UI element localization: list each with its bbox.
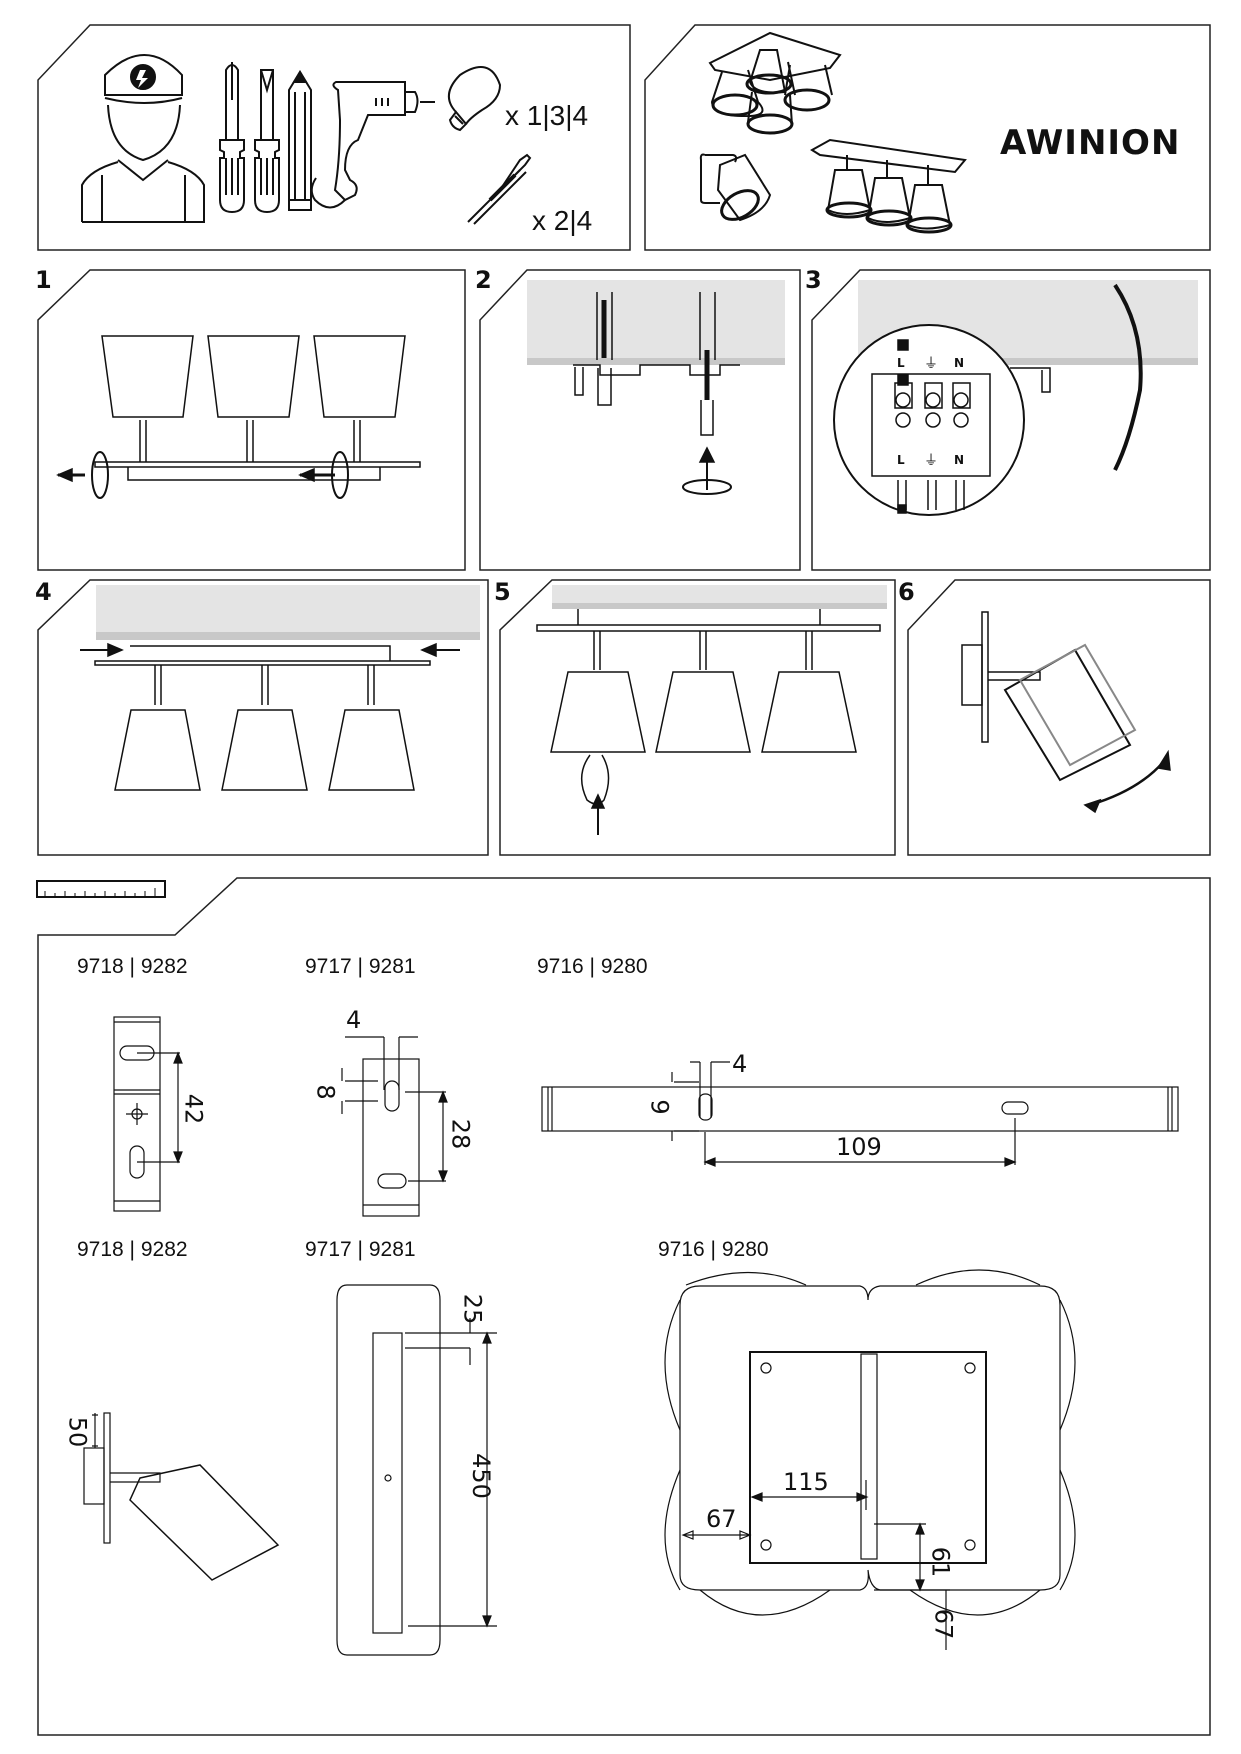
step4-frame [37,579,489,856]
electrician-icon [81,54,205,223]
bulb-being-inserted [581,754,610,805]
ceiling-surface [858,280,1198,365]
earth-icon-top: ⏚ [924,356,938,372]
step-number-2: 2 [475,266,492,294]
ceiling-bar-illustration [810,138,967,234]
brand-name: AWINION [1000,123,1181,163]
dim-9718-height-offset: 50 [63,1416,92,1448]
light-bulb-icon [448,66,502,132]
ceiling-cluster-illustration [708,31,842,135]
step5-frame [499,579,896,856]
dim-9716-slot-length: 9 [645,1099,674,1115]
dim-9718-slot-spacing: 42 [179,1093,208,1125]
terminal-label-neutral-top: N [954,356,965,370]
dim-9716-half-width: 115 [783,1468,829,1496]
dim-9717-slot-length: 8 [311,1084,340,1100]
dim-9717-length: 450 [466,1453,495,1499]
fixture-9716-drawing [664,1269,1076,1650]
model-label-fixture-9717: 9717 | 9281 [305,1238,416,1261]
model-label-bracket-9718: 9718 | 9282 [77,955,188,978]
ceiling-surface [527,280,785,365]
drill-icon [310,81,435,209]
plug-quantity: x 2|4 [532,205,593,236]
fixture-9718-drawing [83,1412,280,1581]
step-number-3: 3 [805,266,822,294]
step2-illustration [527,280,785,495]
bracket-9717-drawing [341,1036,448,1217]
wall-plug-screw-icon [467,153,532,225]
model-label-fixture-9718: 9718 | 9282 [77,1238,188,1261]
step3-frame [811,269,1211,571]
dim-9716-side-margin: 67 [706,1505,737,1533]
dim-9716-slot-width: 4 [732,1050,748,1078]
dimensions-frame [37,877,1211,1736]
dim-9717-top-offset: 25 [458,1293,487,1325]
step1-frame [37,269,466,571]
wall-sconce-illustration [699,153,772,222]
step-number-4: 4 [35,578,52,606]
step3-illustration [833,280,1198,516]
flat-screwdriver-icon [254,69,280,214]
ruler-icon [36,880,166,898]
pencil-icon [288,70,312,211]
dim-9716-slot-offset: 61 [926,1546,955,1578]
step4-illustration [80,585,480,791]
phillips-screwdriver-icon [219,62,245,214]
step6-frame [907,579,1211,856]
terminal-label-live-bottom: L [897,453,905,467]
step2-frame [479,269,801,571]
terminal-label-live-top: L [897,356,905,370]
step5-illustration [536,585,887,835]
ceiling-surface [552,585,887,609]
step-number-5: 5 [494,578,511,606]
bracket-9718-drawing [113,1016,183,1212]
model-label-bracket-9717: 9717 | 9281 [305,955,416,978]
step6-illustration [961,611,1171,814]
step-number-6: 6 [898,578,915,606]
step-number-1: 1 [35,266,52,294]
earth-icon-bottom: ⏚ [924,453,938,469]
model-label-fixture-9716: 9716 | 9280 [658,1238,769,1261]
dim-9717-slot-spacing: 28 [446,1118,475,1150]
bulb-quantity: x 1|3|4 [505,100,589,131]
dim-9716-bottom-margin: 67 [929,1608,958,1640]
dim-9716-slot-spacing: 109 [836,1133,882,1161]
step1-illustration [56,335,421,499]
model-label-bracket-9716: 9716 | 9280 [537,955,648,978]
ceiling-surface [96,585,480,640]
terminal-label-neutral-bottom: N [954,453,965,467]
dim-9717-slot-width: 4 [346,1006,362,1034]
